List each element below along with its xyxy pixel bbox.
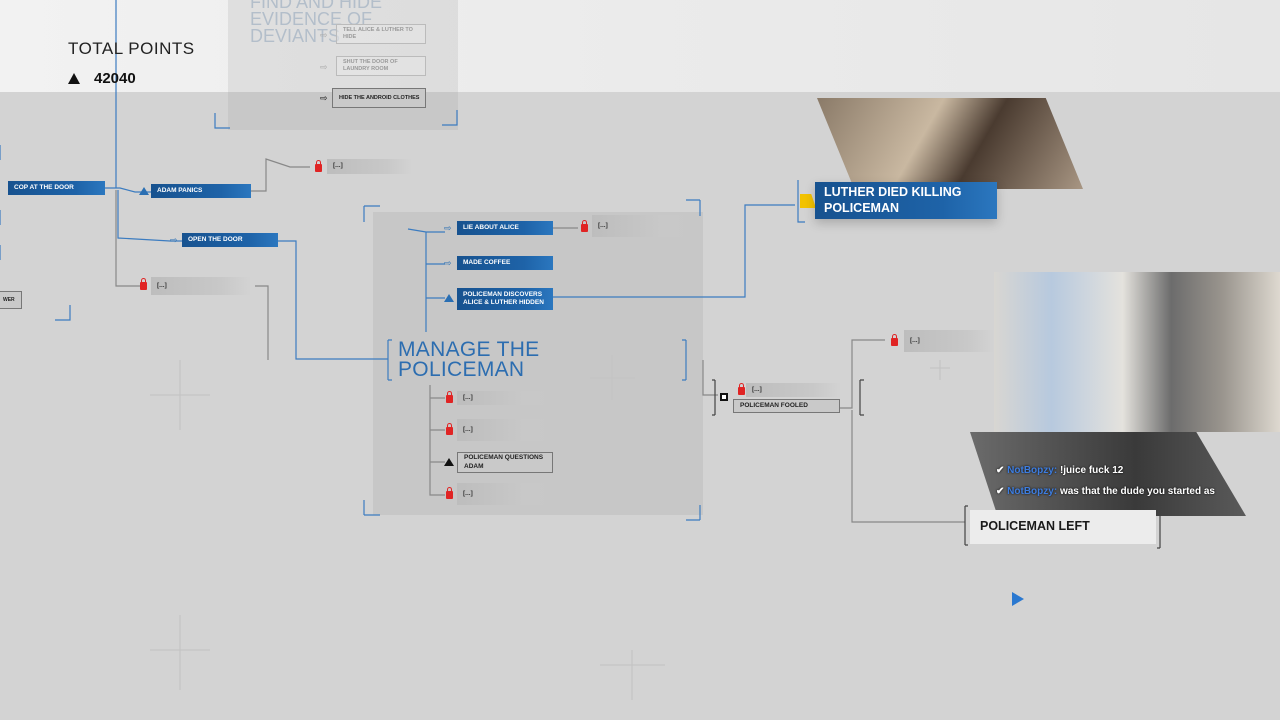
- total-points-value: 42040: [94, 70, 136, 87]
- ending-policeman-left[interactable]: POLICEMAN LEFT: [970, 510, 1156, 544]
- total-points: 42040: [68, 70, 136, 87]
- header-band: [0, 0, 1280, 92]
- total-points-label: TOTAL POINTS: [68, 39, 195, 58]
- lock-icon: [891, 334, 898, 346]
- lock-icon: [446, 423, 453, 435]
- node-edge-left[interactable]: WER: [0, 291, 22, 309]
- arrow-icon: ⇨: [320, 62, 328, 72]
- arrow-icon: ⇨: [444, 223, 452, 233]
- section-title: MANAGE THE POLICEMAN: [398, 338, 540, 381]
- node-open-door[interactable]: OPEN THE DOOR: [182, 233, 278, 247]
- node-lie-about-alice[interactable]: LIE ABOUT ALICE: [457, 221, 553, 235]
- ending-luther-died[interactable]: LUTHER DIED KILLING POLICEMAN: [815, 182, 997, 219]
- faded-section-title: FIND AND HIDE EVIDENCE OF DEVIANTS: [250, 0, 383, 46]
- node-locked[interactable]: [...]: [457, 391, 553, 405]
- lock-icon: [581, 220, 588, 232]
- node-policeman-discovers[interactable]: POLICEMAN DISCOVERS ALICE & LUTHER HIDDE…: [457, 288, 553, 310]
- ending-thumbnail: [817, 98, 1083, 189]
- node-cop-at-door[interactable]: COP AT THE DOOR: [8, 181, 105, 195]
- node-locked[interactable]: [...]: [151, 277, 251, 295]
- node-policeman-questions[interactable]: POLICEMAN QUESTIONS ADAM: [457, 452, 553, 473]
- node-adam-panics[interactable]: ADAM PANICS: [151, 184, 251, 198]
- node-policeman-fooled[interactable]: POLICEMAN FOOLED: [733, 399, 840, 413]
- arrow-icon: ⇨: [170, 235, 178, 245]
- arrow-icon: ⇨: [320, 93, 328, 103]
- chat-message: ✔ NotBopzy: !juice fuck 12: [996, 465, 1124, 476]
- lock-icon: [315, 160, 322, 172]
- arrow-icon: ⇨: [320, 30, 328, 40]
- branch-icon: [720, 393, 728, 401]
- node-hide-clothes[interactable]: HIDE THE ANDROID CLOTHES: [332, 88, 426, 108]
- ending-marker-icon: [800, 194, 816, 208]
- lock-icon: [140, 278, 147, 290]
- chat-text: !juice fuck 12: [1059, 465, 1124, 476]
- chat-username: NotBopzy:: [1007, 486, 1058, 497]
- lock-icon: [738, 383, 745, 395]
- node-locked[interactable]: [...]: [904, 330, 994, 352]
- node-locked[interactable]: [...]: [457, 483, 553, 505]
- lock-icon: [446, 391, 453, 403]
- node-locked[interactable]: [...]: [592, 215, 692, 237]
- triangle-icon: [444, 294, 454, 302]
- node-made-coffee[interactable]: MADE COFFEE: [457, 256, 553, 270]
- chat-message: ✔ NotBopzy: was that the dude you starte…: [996, 486, 1215, 497]
- arrow-icon: ⇨: [444, 258, 452, 268]
- node-locked[interactable]: [...]: [746, 383, 841, 397]
- triangle-icon: [444, 458, 454, 466]
- webcam-overlay: [994, 272, 1280, 432]
- chat-text: was that the dude you started as: [1059, 486, 1215, 497]
- play-cursor-icon: [1012, 592, 1024, 606]
- triangle-icon: [139, 187, 149, 195]
- chat-username: NotBopzy:: [1007, 465, 1058, 476]
- lock-icon: [446, 487, 453, 499]
- node-locked[interactable]: [...]: [327, 159, 412, 174]
- node-locked[interactable]: [...]: [457, 419, 553, 441]
- node-shut-door[interactable]: SHUT THE DOOR OF LAUNDRY ROOM: [336, 56, 426, 76]
- node-tell-alice[interactable]: TELL ALICE & LUTHER TO HIDE: [336, 24, 426, 44]
- chat-overlay: [970, 432, 1246, 516]
- triangle-icon: [68, 73, 80, 84]
